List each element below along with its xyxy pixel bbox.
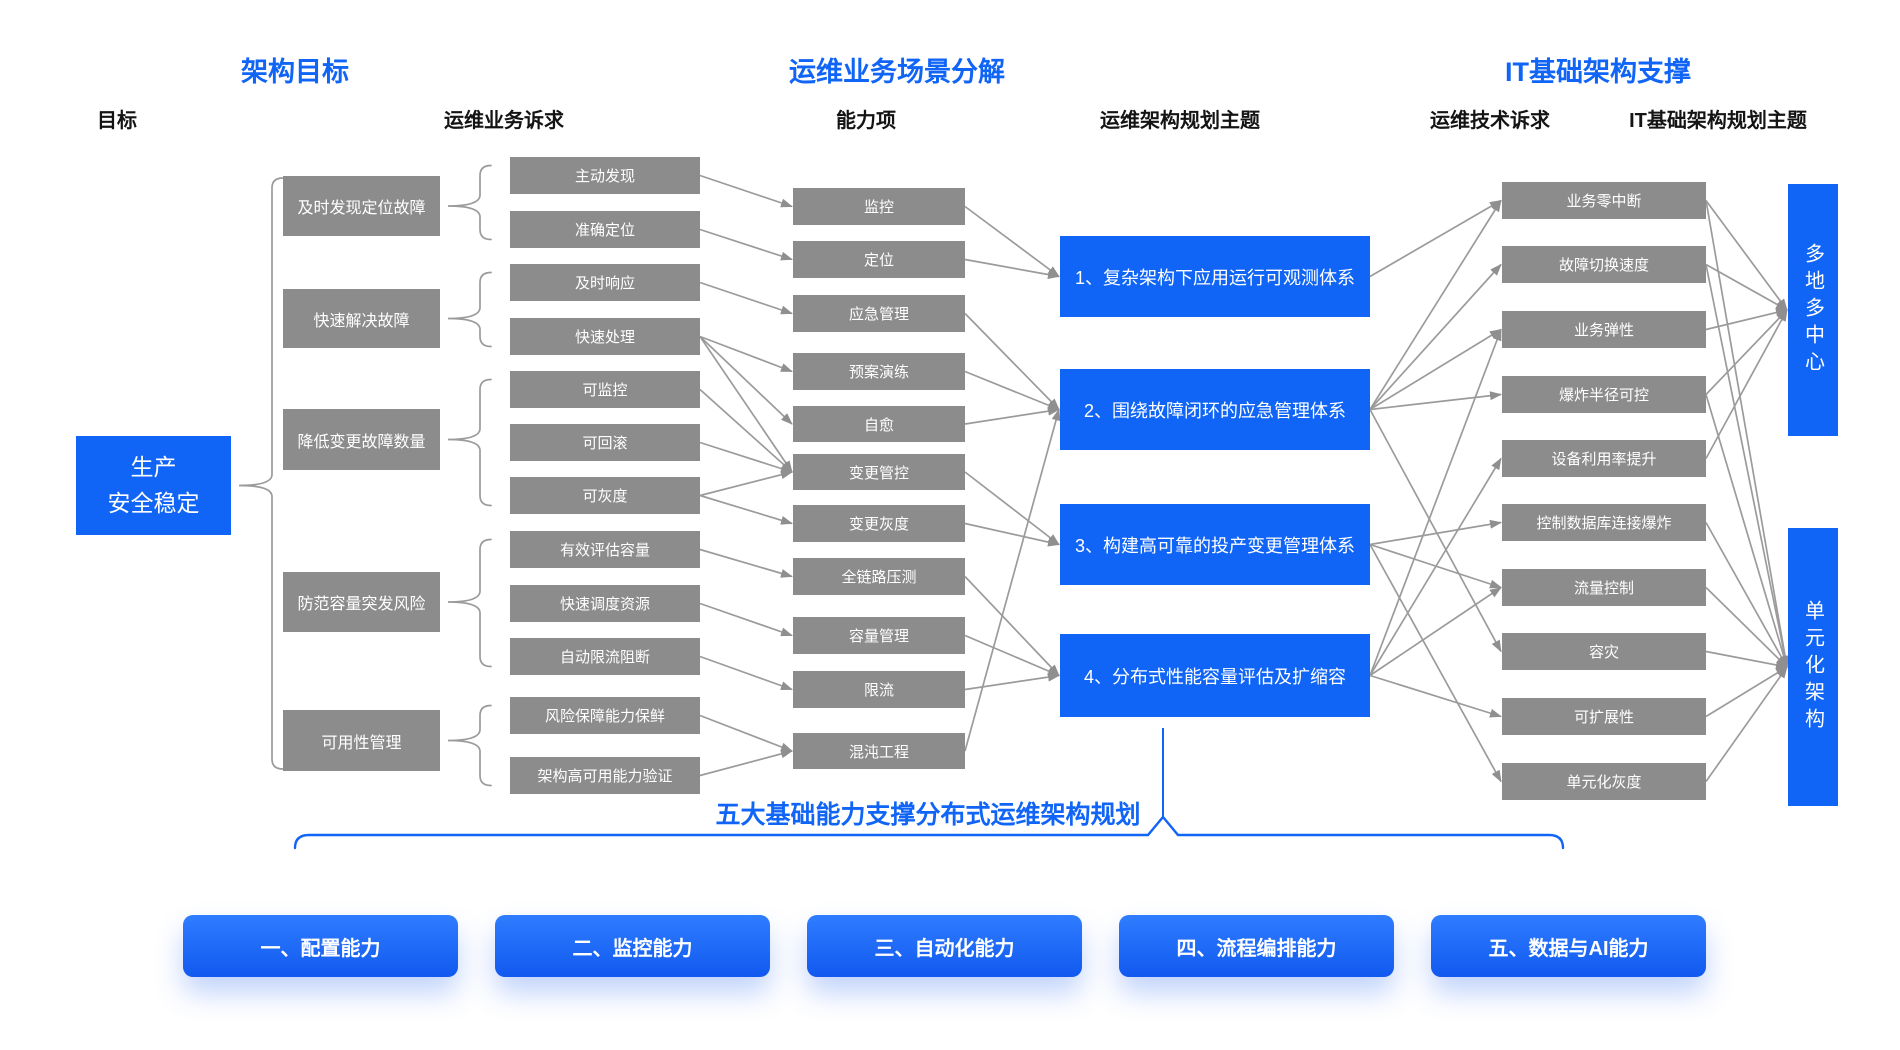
connector-line xyxy=(699,714,793,752)
connector-line xyxy=(1369,674,1502,718)
capability-button-workflow[interactable]: 四、流程编排能力 xyxy=(1119,915,1394,977)
connector-line xyxy=(1369,199,1502,278)
connector-line xyxy=(1705,263,1788,311)
connector-line xyxy=(964,522,1060,547)
connector-line xyxy=(1369,199,1502,410)
col-label-capability: 能力项 xyxy=(836,110,896,132)
connector-line xyxy=(1369,409,1502,653)
capability-button-config[interactable]: 一、配置能力 xyxy=(183,915,458,977)
connector-line xyxy=(964,471,1060,546)
connector-line xyxy=(1369,519,1502,546)
connector-line xyxy=(1705,650,1788,670)
connector-line xyxy=(964,406,1060,425)
col-label-ops-demand: 运维业务诉求 xyxy=(444,110,564,132)
connector-line xyxy=(1705,199,1788,311)
connector-line xyxy=(699,335,793,425)
connector-line xyxy=(699,336,793,473)
connector-line xyxy=(964,370,1060,411)
connector-line xyxy=(1369,457,1502,676)
group-brace xyxy=(447,538,492,668)
bottom-caption: 五大基础能力支撑分布式运维架构规划 xyxy=(715,801,1141,829)
connector-line xyxy=(964,672,1060,691)
col-label-ops-theme: 运维架构规划主题 xyxy=(1100,110,1260,132)
group-brace xyxy=(447,164,492,241)
connector-line xyxy=(1705,394,1789,668)
connector-line xyxy=(964,258,1060,279)
group-brace xyxy=(447,704,492,787)
connector-line xyxy=(964,408,1061,752)
group-brace xyxy=(238,177,284,770)
connector-line xyxy=(699,602,793,637)
group-brace xyxy=(447,271,492,348)
section-title-architecture-goal: 架构目标 xyxy=(241,57,349,87)
connector-line xyxy=(1369,328,1502,411)
capability-button-monitor[interactable]: 二、监控能力 xyxy=(495,915,770,977)
connector-line xyxy=(1705,522,1788,668)
connector-line xyxy=(1369,391,1502,411)
section-title-it-infra: IT基础架构支撑 xyxy=(1505,57,1691,87)
connector-line xyxy=(699,548,793,578)
group-brace xyxy=(447,378,492,507)
connector-line xyxy=(699,335,793,373)
section-title-ops-scenario: 运维业务场景分解 xyxy=(789,57,1005,87)
connector-line xyxy=(1705,586,1788,668)
connector-line xyxy=(699,494,793,525)
connector-line xyxy=(964,634,1060,677)
connector-line xyxy=(1705,308,1788,331)
connector-line xyxy=(699,749,793,777)
connector-line xyxy=(699,470,793,497)
capability-button-automation[interactable]: 三、自动化能力 xyxy=(807,915,1082,977)
connector-line xyxy=(1705,264,1790,668)
connector-line xyxy=(1369,586,1502,677)
connector-line xyxy=(1369,328,1502,676)
col-label-goal: 目标 xyxy=(97,110,137,132)
connector-line xyxy=(1369,263,1502,411)
connector-line xyxy=(699,174,793,208)
connector-line xyxy=(699,655,793,691)
connector-line xyxy=(1369,544,1502,783)
col-label-tech-demand: 运维技术诉求 xyxy=(1430,110,1550,132)
connector-line xyxy=(964,575,1060,677)
connector-line xyxy=(964,205,1060,278)
connector-line xyxy=(699,388,793,473)
connector-line xyxy=(1705,666,1788,718)
connector-line xyxy=(699,281,793,315)
connector-line xyxy=(1705,666,1788,782)
col-label-infra-theme: IT基础架构规划主题 xyxy=(1629,110,1807,132)
connector-line xyxy=(1705,309,1788,459)
connector-line xyxy=(1705,309,1788,396)
connector-line xyxy=(964,312,1060,411)
connector-line xyxy=(1705,200,1790,668)
connector-line xyxy=(699,228,793,261)
capability-button-data-ai[interactable]: 五、数据与AI能力 xyxy=(1431,915,1706,977)
connector-line xyxy=(699,441,793,473)
